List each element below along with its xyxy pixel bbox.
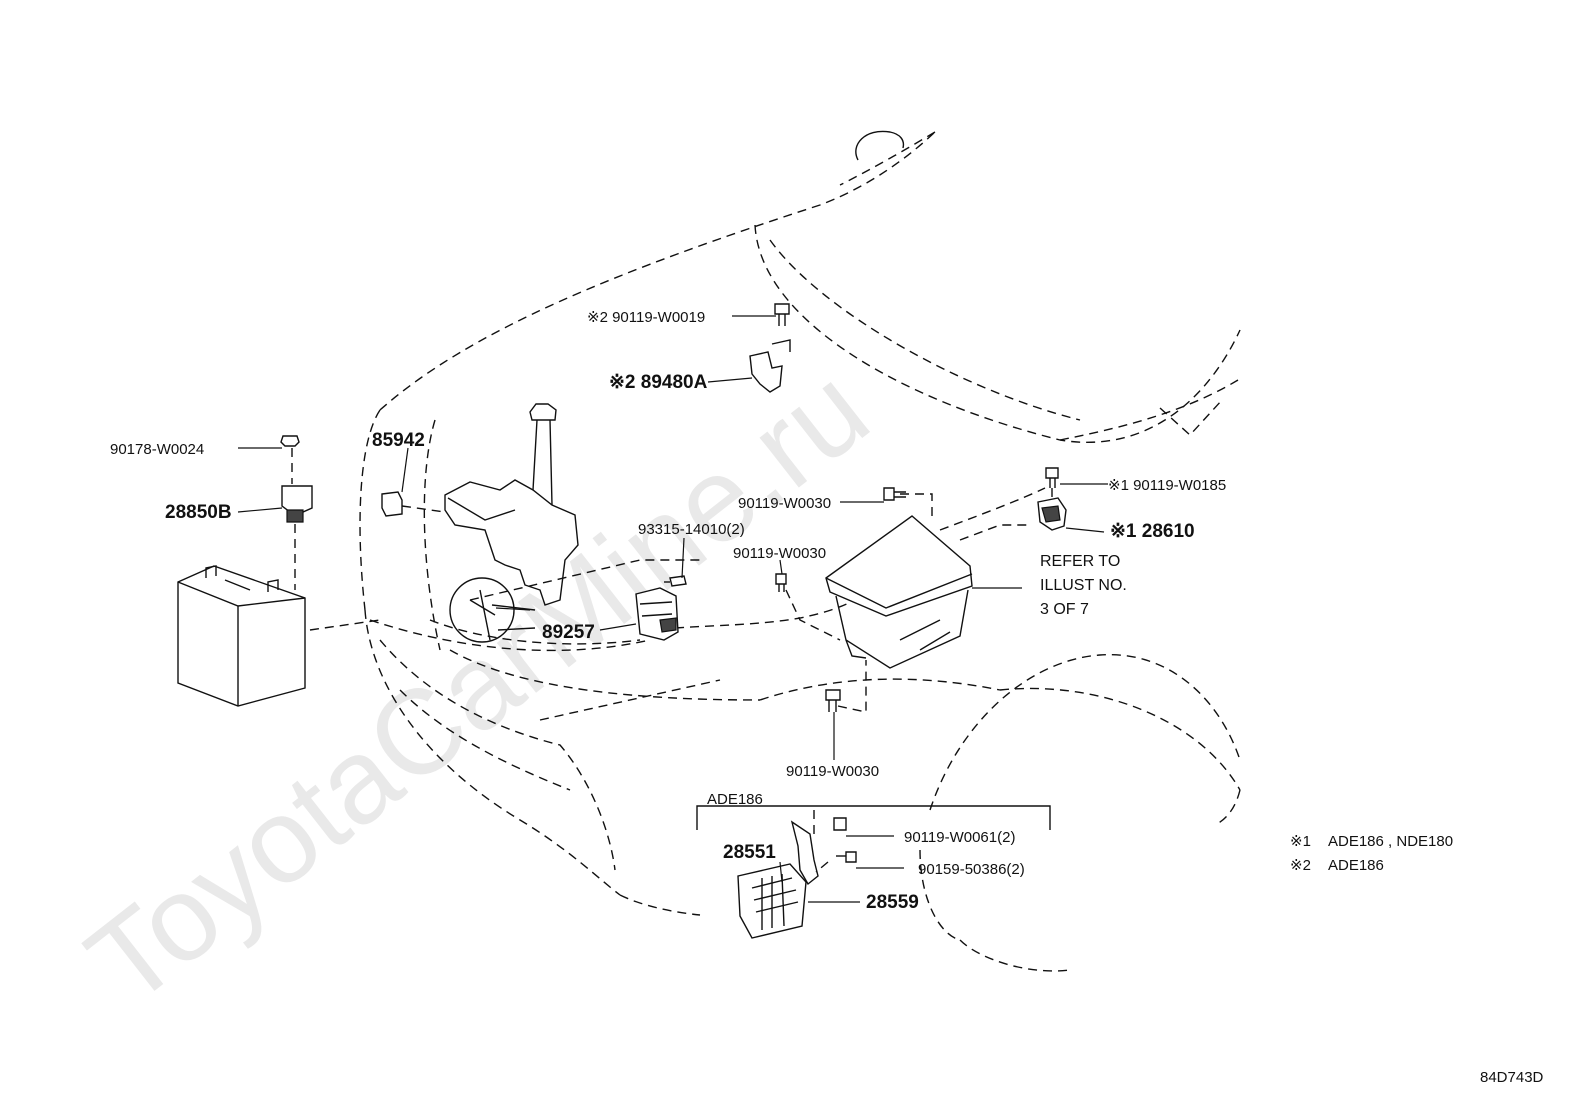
nut-icon <box>280 435 300 447</box>
label-90119-w0185: ※1 90119-W0185 <box>1108 477 1226 494</box>
note-2-mark: ※2 <box>1290 857 1311 874</box>
bolt-90119-w0030-bottom-icon <box>825 689 841 712</box>
note-1-text: ADE186 , NDE180 <box>1328 833 1453 850</box>
bracket-89480a-icon <box>749 339 791 393</box>
note-2-text: ADE186 <box>1328 857 1384 874</box>
bolt-90119-w0061-icon <box>833 817 847 831</box>
ecu-28551-icon <box>737 863 807 939</box>
label-28850b: 28850B <box>165 502 232 523</box>
car-body-outline <box>309 130 1241 972</box>
label-3-of-7: 3 OF 7 <box>1040 601 1089 618</box>
label-85942: 85942 <box>372 430 425 451</box>
label-illust-no: ILLUST NO. <box>1040 577 1127 594</box>
relay-28610-icon <box>1037 497 1067 531</box>
leader-lines <box>237 315 1108 903</box>
label-89480a: ※2 89480A <box>609 372 708 393</box>
bolt-90119-w0185-icon <box>1045 467 1059 488</box>
ade186-bracket <box>696 805 1051 830</box>
bolt-90119-w0030-top-icon <box>883 487 906 501</box>
notes-legend: ※1 ADE186 , NDE180 ※2 ADE186 <box>1290 833 1453 874</box>
washer-tank <box>444 403 579 643</box>
label-89257: 89257 <box>542 622 595 643</box>
screw-93315-icon <box>664 575 687 587</box>
label-refer-to: REFER TO <box>1040 553 1120 570</box>
relay-guide-line <box>401 505 446 513</box>
sensor-28850b-icon <box>281 485 313 523</box>
ade186-guide-b <box>815 861 829 873</box>
diagram-code: 84D743D <box>1480 1069 1544 1086</box>
label-90119-w0061: 90119-W0061(2) <box>904 829 1015 846</box>
label-ade186: ADE186 <box>707 791 763 808</box>
label-28559: 28559 <box>866 892 919 913</box>
label-90178-w0024: 90178-W0024 <box>110 441 204 458</box>
fuse-box-guide-b <box>785 589 841 641</box>
bracket-28559-icon <box>790 820 819 886</box>
label-90159-50386: 90159-50386(2) <box>918 861 1025 878</box>
bolt-90159-50386-icon <box>836 851 857 863</box>
label-28551: 28551 <box>723 842 776 863</box>
battery <box>177 565 306 707</box>
fuse-box <box>825 515 973 669</box>
bolt-90119-w0030-mid-icon <box>775 573 787 592</box>
label-90119-w0030-mid: 90119-W0030 <box>733 545 826 562</box>
label-90119-w0030-bottom: 90119-W0030 <box>786 763 879 780</box>
fuse-box-guide-c <box>837 660 867 713</box>
fuse-box-guide-a <box>900 493 933 520</box>
relay-85942-icon <box>381 491 403 517</box>
label-90119-w0030-top: 90119-W0030 <box>738 495 831 512</box>
bolt-90119-w0019-icon <box>774 303 790 326</box>
note-1-mark: ※1 <box>1290 833 1311 850</box>
label-93315-14010: 93315-14010(2) <box>638 521 745 538</box>
label-90119-w0019: ※2 90119-W0019 <box>587 309 705 326</box>
ecu-89257-icon <box>635 587 679 641</box>
label-28610: ※1 28610 <box>1110 521 1195 542</box>
